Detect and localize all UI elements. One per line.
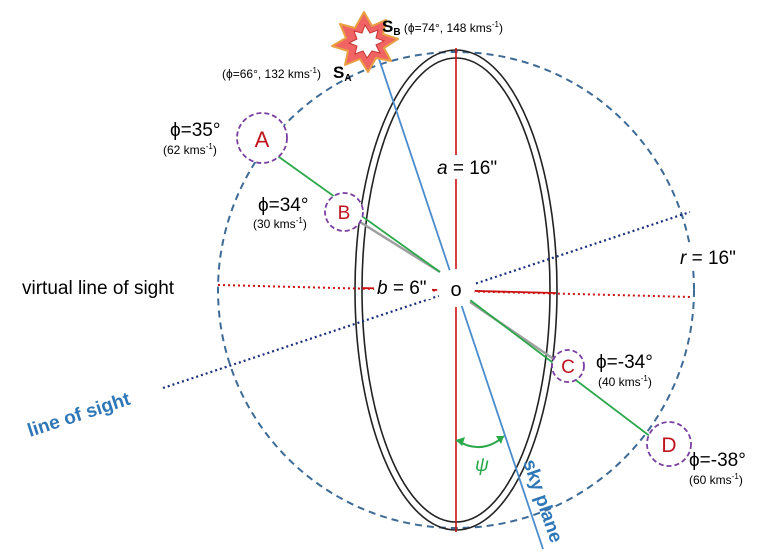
a-label-bg [434,155,496,179]
virtual-line-of-sight-label: virtual line of sight [22,278,175,299]
psi-arrow-left [456,437,465,446]
psi-label: ψ [475,455,489,476]
burst-star-inner [347,23,386,59]
radius-label: r = 16" [680,248,736,269]
marker-d-ring [646,421,692,467]
marker-c-letter: C [561,357,575,378]
marker-c-velocity: (40 kms-1) [598,374,652,389]
line-of-sight-label: line of sight [25,389,134,442]
marker-b-phi: ϕ=34° [258,195,308,216]
gray-connector-b [359,220,441,274]
virtual-line-of-sight-line [217,284,693,298]
source-sa-label: SA [333,63,352,84]
psi-arrow-right [496,436,504,444]
marker-a-phi: ϕ=35° [170,120,220,141]
marker-d-velocity: (60 kms-1) [689,472,743,487]
marker-a-velocity: (62 kms-1) [163,142,217,157]
b-axis-label: b = 6" [377,278,427,299]
a-axis-label: a = 16" [437,158,497,179]
marker-b-letter: B [338,203,351,224]
marker-d-letter: D [661,434,676,457]
marker-c-phi: ϕ=-34° [596,352,653,373]
marker-b-velocity: (30 kms-1) [253,216,307,231]
r-label-bg [678,246,744,270]
marker-a-ring [236,112,288,164]
source-sb-label: SB (ϕ=74°, 148 kms-1) [382,17,503,38]
source-sa-info: (ϕ=66°, 132 kms-1) [222,66,321,81]
marker-b-ring [324,192,364,232]
origin-disk [437,269,475,307]
sky-plane-label: sky plane [518,457,566,546]
origin-label: o [450,279,461,301]
b-label-bg [374,275,432,299]
marker-a-letter: A [255,127,270,152]
marker-d-phi: ϕ=-38° [689,450,746,471]
marker-c-ring [551,349,585,383]
